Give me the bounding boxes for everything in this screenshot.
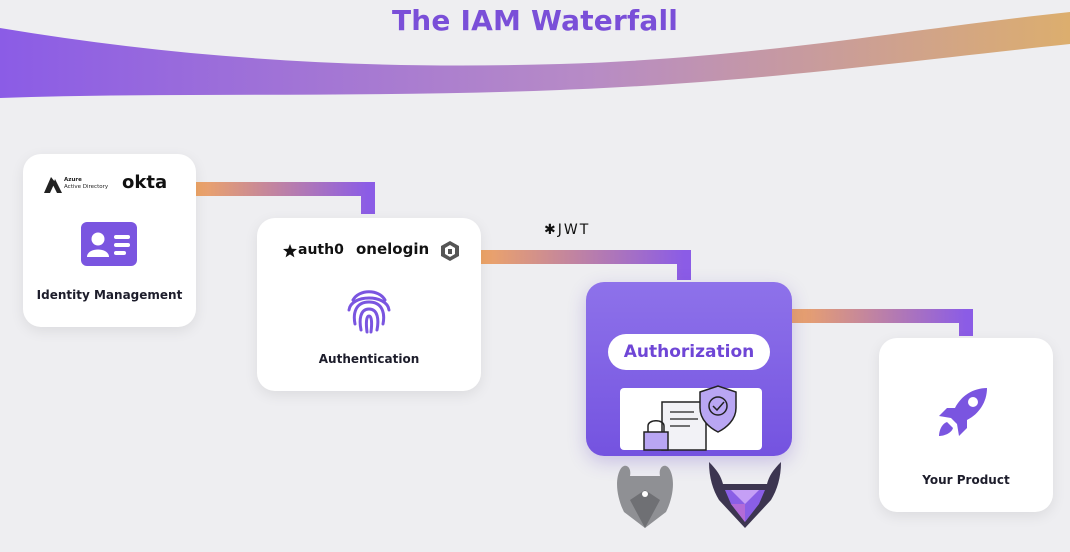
auth0-logo: auth0 [298, 242, 344, 258]
authentication-label: Authentication [318, 352, 420, 366]
jwt-text: JWT [557, 222, 591, 238]
okta-logo: okta [122, 172, 168, 193]
opa-icon [617, 465, 673, 528]
connector-auth-to-authz [481, 250, 691, 280]
permit-icon [709, 462, 781, 528]
authorization-label: Authorization [608, 334, 770, 370]
authorization-card: Authorization [586, 282, 792, 456]
authorization-illustration-panel [620, 385, 762, 451]
product-card: Your Product [879, 338, 1053, 512]
onelogin-logo: onelogin [356, 240, 430, 258]
connector-idm-to-auth [196, 182, 375, 214]
authentication-card: auth0 onelogin Authentication [257, 218, 481, 391]
product-label: Your Product [922, 473, 1010, 487]
rocket-icon [939, 388, 987, 436]
connector-authz-to-product [792, 309, 973, 336]
auth0-star-icon [283, 244, 297, 258]
hexagon-logo-icon [441, 241, 459, 261]
identity-management-card: Azure Active Directory okta Identity Man… [23, 154, 196, 327]
identity-management-label: Identity Management [36, 288, 183, 302]
azure-logo-icon [44, 177, 62, 193]
page-title: The IAM Waterfall [391, 4, 679, 37]
fingerprint-icon [347, 290, 391, 334]
shielded-document-icon [643, 385, 737, 451]
header-wave [0, 12, 1070, 98]
id-card-icon [81, 222, 137, 266]
jwt-asterisk-icon: ✱ [544, 222, 558, 238]
jwt-token-label: ✱JWT [544, 222, 590, 238]
azure-logo-text: Azure Active Directory [64, 177, 109, 190]
